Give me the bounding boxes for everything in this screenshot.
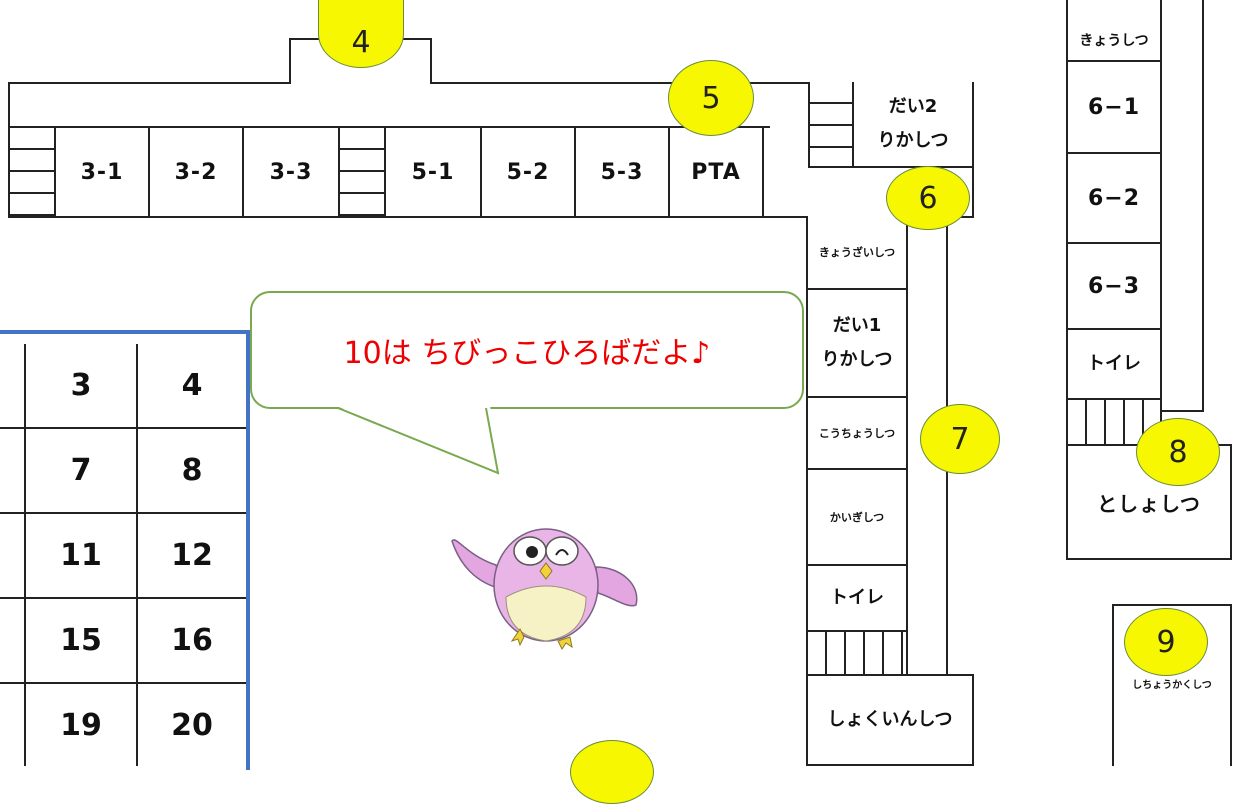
marker-4[interactable]: 4: [318, 0, 404, 68]
grid-cell-7[interactable]: 7: [24, 429, 136, 514]
room-staff: しょくいんしつ: [806, 674, 974, 766]
grid-cell-19[interactable]: 19: [24, 684, 136, 766]
grid-cell-blank: [0, 429, 24, 514]
marker-9[interactable]: 9: [1124, 608, 1208, 676]
room-classroom-top: きょうしつ: [1066, 0, 1162, 62]
room-3-2: 3-2: [148, 126, 244, 218]
room-pta: PTA: [668, 126, 764, 218]
stairs-middle: [806, 630, 908, 676]
room-5-1: 5-1: [384, 126, 482, 218]
grid-panel-right-border: [246, 330, 250, 766]
grid-cell-16[interactable]: 16: [136, 599, 246, 684]
room-3-1: 3-1: [54, 126, 150, 218]
room-science-1: だい1 りかしつ: [806, 288, 908, 398]
grid-cell-3[interactable]: 3: [24, 344, 136, 429]
marker-7[interactable]: 7: [920, 404, 1000, 474]
room-science-2: だい2 りかしつ: [852, 82, 974, 168]
room-5-3: 5-3: [574, 126, 670, 218]
marker-6[interactable]: 6: [886, 166, 970, 230]
owl-mascot-icon: [451, 528, 638, 650]
room-toilet-right: トイレ: [1066, 328, 1162, 400]
marker-8[interactable]: 8: [1136, 418, 1220, 486]
grid-cell-4[interactable]: 4: [136, 344, 246, 429]
grid-cell-blank: [0, 344, 24, 429]
grid-cell-20[interactable]: 20: [136, 684, 246, 766]
room-meeting: かいぎしつ: [806, 468, 908, 566]
marker-bottom-partial[interactable]: [570, 740, 654, 804]
grid-cell-8[interactable]: 8: [136, 429, 246, 514]
speech-bubble: 10は ちびっこひろばだよ♪: [250, 291, 804, 409]
room-toilet-middle: トイレ: [806, 564, 908, 632]
stairs-center: [338, 126, 386, 218]
room-6-3: 6−3: [1066, 242, 1162, 330]
grid-panel-top-border: [0, 330, 250, 334]
room-5-2: 5-2: [480, 126, 576, 218]
stairs-right: [808, 82, 854, 168]
room-3-3: 3-3: [242, 126, 340, 218]
room-6-2: 6−2: [1066, 152, 1162, 244]
stairs-left: [8, 126, 56, 218]
room-6-1: 6−1: [1066, 60, 1162, 154]
grid-cell-15[interactable]: 15: [24, 599, 136, 684]
right-corridor: [1160, 0, 1204, 412]
grid-cell-blank: [0, 514, 24, 599]
speech-bubble-tail: [334, 405, 500, 475]
room-principal: こうちょうしつ: [806, 396, 908, 470]
marker-5[interactable]: 5: [668, 60, 754, 136]
room-materials: きょうざいしつ: [806, 216, 908, 290]
grid-cell-blank: [0, 684, 24, 766]
grid-cell-blank: [0, 599, 24, 684]
speech-bubble-text: 10は ちびっこひろばだよ♪: [343, 336, 711, 371]
grid-cell-11[interactable]: 11: [24, 514, 136, 599]
grid-cell-12[interactable]: 12: [136, 514, 246, 599]
grid-area: 3 4 7 8 11 12 15 16 19 20: [0, 334, 246, 766]
